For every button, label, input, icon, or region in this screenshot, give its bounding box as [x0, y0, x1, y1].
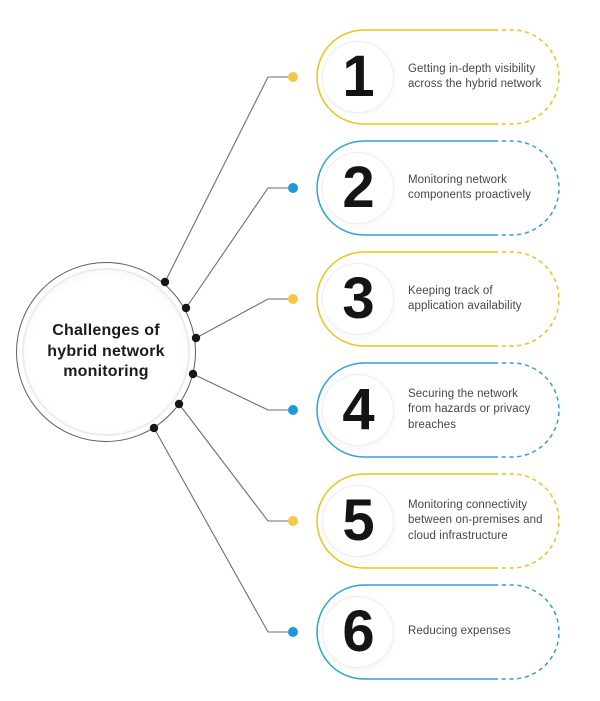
challenge-text-5: Monitoring connectivity between on-premi…: [408, 498, 543, 542]
circle-node-dot-6: [149, 423, 159, 433]
endpoint-dot-3: [288, 294, 298, 304]
challenge-card-4: 4 Securing the network from hazards or p…: [316, 362, 560, 458]
pill-border-1: [316, 29, 560, 125]
challenge-number-2: 2: [342, 155, 374, 220]
connector-line-4: [192, 373, 288, 411]
circle-node-dot-1: [160, 277, 170, 287]
central-topic-circle: Challenges of hybrid network monitoring: [16, 262, 196, 442]
connector-line-2: [185, 187, 288, 309]
number-badge-3: 3: [322, 263, 394, 335]
challenge-number-4: 4: [342, 377, 374, 442]
challenge-number-1: 1: [342, 44, 374, 109]
connector-line-1: [164, 76, 288, 283]
circle-node-dot-5: [174, 399, 184, 409]
inner-ring: [22, 268, 190, 436]
number-badge-2: 2: [322, 152, 394, 224]
challenge-text-4: Securing the network from hazards or pri…: [408, 387, 531, 431]
pill-border-6: [316, 584, 560, 680]
challenge-number-6: 6: [342, 599, 374, 664]
connector-line-3: [195, 298, 288, 339]
pill-border-4: [316, 362, 560, 458]
challenge-card-3: 3 Keeping track of application availabil…: [316, 251, 560, 347]
challenge-card-2: 2 Monitoring network components proactiv…: [316, 140, 560, 236]
endpoint-dot-2: [288, 183, 298, 193]
diagram-title: Challenges of hybrid network monitoring: [47, 322, 165, 381]
challenge-text-2: Monitoring network components proactivel…: [408, 173, 532, 202]
challenge-card-6: 6 Reducing expenses: [316, 584, 560, 680]
circle-node-dot-3: [191, 333, 201, 343]
number-badge-1: 1: [322, 41, 394, 113]
challenge-card-1: 1 Getting in-depth visibility across the…: [316, 29, 560, 125]
challenge-text-3: Keeping track of application availabilit…: [408, 284, 522, 313]
challenge-number-3: 3: [342, 266, 374, 331]
challenge-text-1: Getting in-depth visibility across the h…: [408, 62, 542, 91]
number-badge-4: 4: [322, 374, 394, 446]
challenge-card-5: 5 Monitoring connectivity between on-pre…: [316, 473, 560, 569]
challenge-text-6: Reducing expenses: [408, 625, 511, 638]
connector-line-5: [178, 403, 288, 522]
connector-line-6: [153, 427, 288, 633]
endpoint-dot-5: [288, 516, 298, 526]
number-badge-5: 5: [322, 485, 394, 557]
pill-border-5: [316, 473, 560, 569]
number-badge-6: 6: [322, 596, 394, 668]
circle-node-dot-4: [188, 369, 198, 379]
circle-node-dot-2: [181, 303, 191, 313]
endpoint-dot-1: [288, 72, 298, 82]
pill-border-2: [316, 140, 560, 236]
endpoint-dot-4: [288, 405, 298, 415]
endpoint-dot-6: [288, 627, 298, 637]
pill-border-3: [316, 251, 560, 347]
challenge-number-5: 5: [342, 488, 374, 553]
